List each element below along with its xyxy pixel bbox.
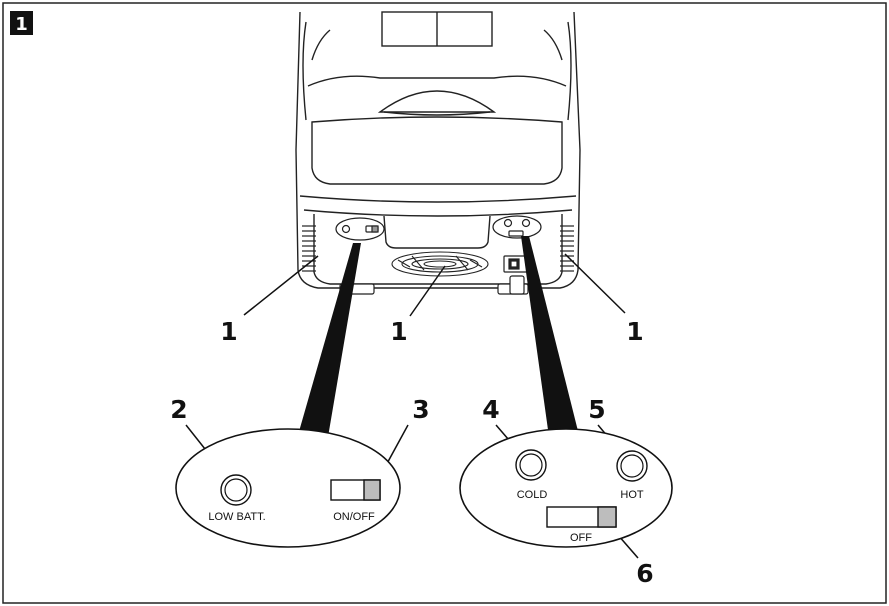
low-batt-label: LOW BATT.	[208, 511, 265, 523]
zoom-wedge-left	[298, 243, 361, 437]
zoom-panel-power: LOW BATT. ON/OFF	[175, 428, 401, 548]
callout-vent-left: 1	[220, 317, 237, 346]
on-off-switch[interactable]	[330, 479, 381, 501]
callout-mode-switch: 6	[636, 559, 653, 588]
mode-switch[interactable]	[546, 506, 617, 528]
zoom-panel-mode: COLD HOT OFF	[459, 428, 673, 548]
cooler-body	[295, 11, 581, 289]
callout-hot: 5	[588, 395, 605, 424]
left-control-panel	[335, 217, 385, 241]
figure-number-badge: 1	[10, 11, 33, 35]
vent-grille-center	[391, 251, 489, 277]
callout-vent-center: 1	[390, 317, 407, 346]
hot-label: HOT	[620, 489, 644, 501]
on-off-label: ON/OFF	[333, 511, 375, 523]
callout-cold: 4	[482, 395, 499, 424]
callout-low-batt: 2	[170, 395, 187, 424]
cold-label: COLD	[517, 489, 548, 501]
zoom-wedge-right	[521, 236, 579, 437]
callout-on-off: 3	[412, 395, 429, 424]
figure-number: 1	[15, 14, 28, 35]
right-control-panel	[492, 215, 542, 273]
off-label: OFF	[570, 532, 592, 544]
callout-vent-right: 1	[626, 317, 643, 346]
